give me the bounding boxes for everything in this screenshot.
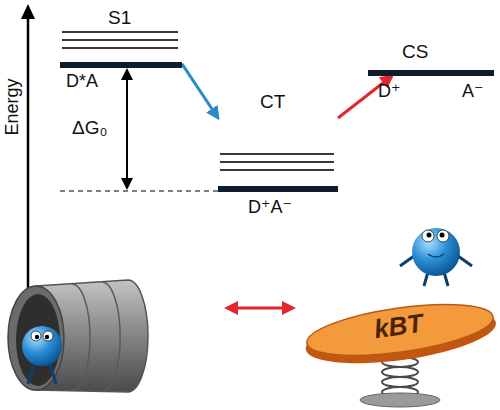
vibrational-level-line [62,31,178,33]
tunnel-rib [102,282,120,391]
trampoline-pad [302,295,499,373]
ball-pupil [427,233,432,238]
level-lines [368,42,494,76]
vibrational-level-line [62,47,178,49]
exchange-arrow [234,307,286,310]
jumping-ball [400,228,472,286]
ball-pupil [440,233,445,238]
ball-mouth [428,254,444,257]
spring-coil [382,377,418,387]
ball-arm [400,256,414,266]
ball-eye [422,230,434,242]
state-label: D*A [66,72,98,92]
state-label: D⁺ [378,82,401,102]
trampoline-node: kBT [300,296,498,410]
vibrational-level-line [62,39,178,41]
ground-level-line [60,62,182,68]
particle-ball [412,228,460,276]
ball-leg [50,364,56,384]
ball-leg [28,364,34,384]
delta-g-label: ΔG₀ [72,118,107,139]
exchange-arrowhead [282,301,296,315]
ball-eye [43,331,53,341]
state-label: A⁻ [462,82,484,102]
energy-state: S1D*A [60,8,182,68]
vibrational-level-line [220,161,334,163]
energy-axis [27,16,30,292]
tunnel-opening [8,286,64,390]
spring-base [360,393,440,407]
energy-state: CTD⁺A⁻ [218,92,338,192]
vibrational-level-line [220,153,334,155]
vibrational-level-line [220,169,334,171]
tunnel-rib [72,284,90,390]
energy-state: CSD⁺A⁻ [368,42,494,76]
spring-coil [382,367,418,377]
trampoline-surface [304,295,496,365]
delta-g-arrow [126,76,128,180]
ground-level-line [368,70,494,76]
state-label: D⁺A⁻ [248,198,292,218]
state-name: CT [260,92,285,113]
axis-label: Energy [3,78,23,135]
particle-ball [22,326,62,366]
ball-eye [437,230,449,242]
reference-dashed-line [60,191,222,192]
ball-eye [31,331,41,341]
exchange-arrowhead [224,301,238,315]
transition-arrow [182,64,218,118]
state-name: CS [402,42,428,63]
delta-g-arrowhead [121,68,133,80]
ball-arm [458,256,472,266]
state-name: S1 [108,8,131,29]
ball-pupil [45,335,49,339]
ball-pupil [35,335,39,339]
ground-level-line [218,186,338,192]
axis-arrowhead [21,4,35,19]
tunnel-illustration [8,280,148,392]
delta-g-arrowhead [121,178,133,190]
